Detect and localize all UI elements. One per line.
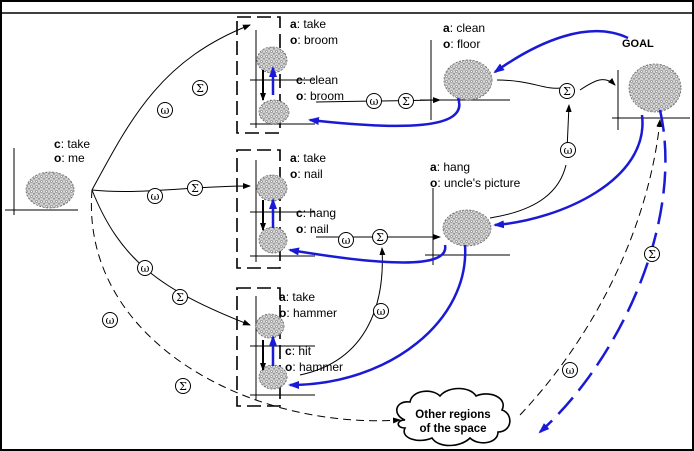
take-broom-label-2: o: broom [290, 33, 338, 47]
svg-text:ω: ω [370, 95, 379, 108]
svg-text:Σ: Σ [563, 85, 571, 98]
blob-take-nail [257, 175, 287, 201]
cloud-line-2: of the space [419, 423, 486, 435]
origin-label-2: o: me [54, 151, 85, 165]
connector-arcs [91, 25, 660, 421]
goal-label: GOAL [622, 38, 654, 50]
hang-picture-label-2: o: uncle's picture [430, 176, 521, 190]
svg-text:ω: ω [566, 364, 575, 377]
svg-text:Σ: Σ [196, 82, 204, 95]
hit-hammer-label-1: c: hit [285, 344, 312, 358]
take-nail-label-1: a: take [290, 151, 326, 165]
svg-text:Σ: Σ [376, 231, 384, 244]
clean-floor-label-2: o: floor [443, 37, 480, 51]
other-regions-cloud: Other regions of the space [397, 389, 510, 446]
blob-hang-nail [259, 227, 287, 253]
take-broom-label-1: a: take [290, 17, 326, 31]
operator-symbols: ω Σ ω Σ ω Σ ω Σ ω Σ Σ ω ω Σ ω Σ ω [106, 82, 657, 393]
take-hammer-label-2: o: hammer [279, 306, 337, 320]
clean-floor-label-1: a: clean [443, 21, 485, 35]
blob-goal [629, 64, 681, 112]
svg-text:ω: ω [342, 234, 351, 247]
blob-hang-picture [443, 210, 491, 246]
svg-text:Σ: Σ [179, 380, 187, 393]
clean-broom-label-2: o: broom [296, 89, 344, 103]
svg-text:ω: ω [151, 190, 160, 203]
origin-label-1: c: take [54, 137, 90, 151]
svg-text:Σ: Σ [191, 182, 199, 195]
hang-nail-label-2: o: nail [296, 222, 329, 236]
svg-text:Σ: Σ [402, 95, 410, 108]
blob-clean-broom [259, 100, 289, 124]
svg-text:ω: ω [161, 104, 170, 117]
cloud-line-1: Other regions [415, 409, 490, 421]
take-nail-label-2: o: nail [290, 167, 323, 181]
state-blobs [26, 47, 681, 389]
hit-hammer-label-2: o: hammer [285, 360, 343, 374]
clean-broom-label-1: c: clean [296, 73, 338, 87]
blob-origin [26, 172, 74, 208]
take-hammer-label-1: a: take [279, 290, 315, 304]
svg-text:Σ: Σ [176, 291, 184, 304]
svg-text:ω: ω [564, 144, 573, 157]
hang-nail-label-1: c: hang [296, 206, 336, 220]
svg-text:ω: ω [106, 314, 115, 327]
svg-text:ω: ω [141, 262, 150, 275]
svg-text:ω: ω [377, 305, 386, 318]
svg-text:Σ: Σ [648, 248, 656, 261]
hang-picture-label-1: a: hang [430, 160, 470, 174]
blob-clean-floor [444, 60, 492, 100]
